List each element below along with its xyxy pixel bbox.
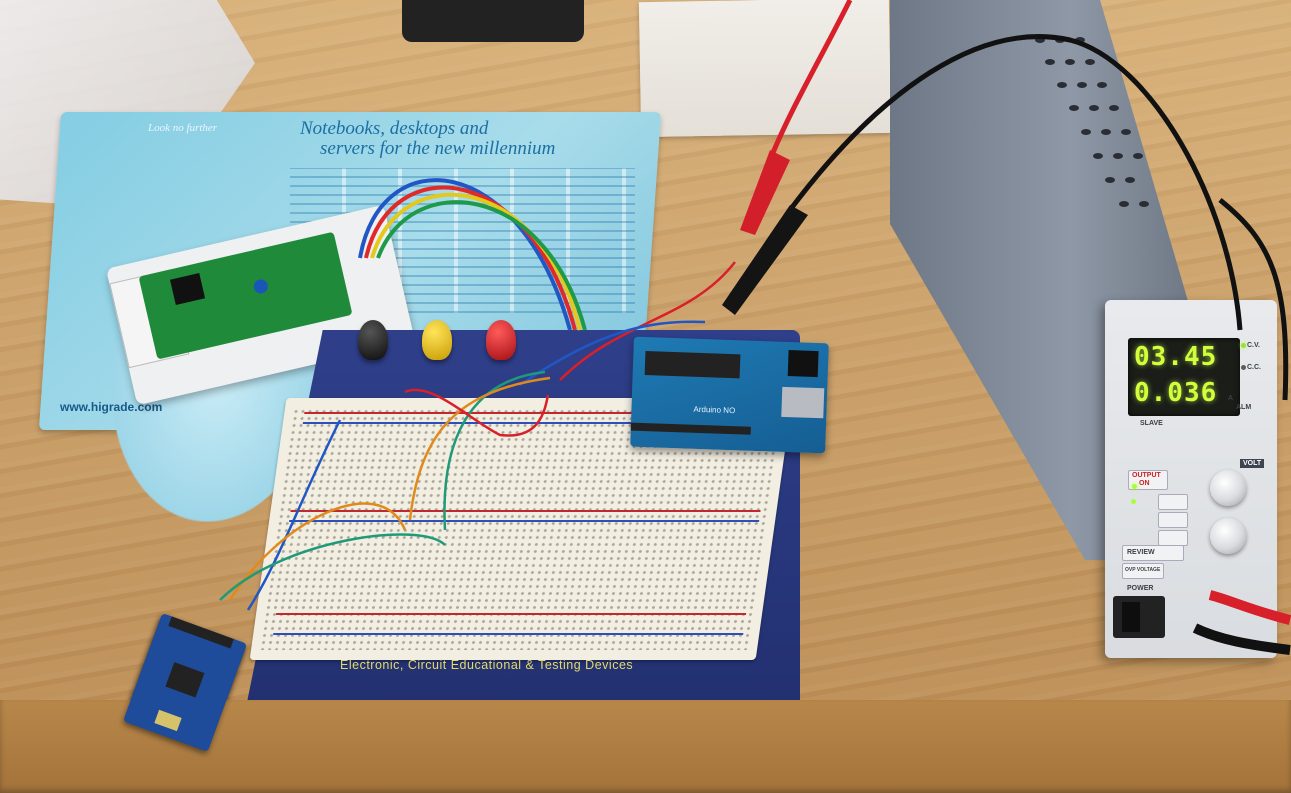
- output-led: [1132, 484, 1137, 489]
- wire-blue-ftdi: [246, 419, 342, 611]
- psu-plug-red: [1208, 590, 1291, 625]
- binding-post-yellow[interactable]: [422, 320, 452, 360]
- review-label: REVIEW: [1127, 549, 1155, 556]
- ribbon-wire-yellow: [370, 192, 582, 331]
- wire-red-loop: [404, 388, 550, 437]
- cv-indicator-led: [1241, 343, 1246, 348]
- preset-led: [1131, 499, 1136, 504]
- binding-post-black[interactable]: [358, 320, 388, 360]
- cable-black: [1218, 198, 1289, 401]
- amp-unit-label: A: [1228, 395, 1234, 402]
- output-button[interactable]: OUTPUT ON: [1128, 470, 1168, 490]
- mousepad-tagline-2: servers for the new millennium: [320, 138, 556, 159]
- current-readout: 0.036: [1134, 378, 1218, 408]
- ribbon-wire-blue: [358, 178, 572, 331]
- psu-plug-black: [1192, 623, 1291, 655]
- ribbon-wire-green: [376, 200, 587, 331]
- ftdi-chip: [165, 662, 205, 698]
- power-label: POWER: [1127, 585, 1154, 592]
- mini-usb-port[interactable]: [154, 709, 182, 732]
- ribbon-wire-red: [364, 185, 577, 331]
- voltage-knob[interactable]: [1210, 470, 1246, 506]
- cv-label: C.V.: [1247, 342, 1260, 349]
- alligator-clip-black: [722, 205, 808, 315]
- wire-blue: [519, 320, 706, 387]
- mousepad-tagline-1: Notebooks, desktops and: [300, 118, 489, 139]
- cc-indicator-led: [1241, 365, 1246, 370]
- black-device: [402, 0, 584, 42]
- wire-teal: [219, 533, 446, 601]
- preset-button-1[interactable]: [1158, 494, 1188, 510]
- binding-post-red[interactable]: [486, 320, 516, 360]
- output-label: OUTPUT: [1132, 472, 1161, 479]
- voltage-readout: 03.45: [1134, 342, 1218, 372]
- mousepad-small-tagline: Look no further: [148, 122, 218, 134]
- review-button[interactable]: REVIEW: [1122, 545, 1184, 561]
- slave-label: SLAVE: [1140, 420, 1163, 427]
- psu-display: 03.45 0.036: [1128, 338, 1240, 416]
- wire-teal-2: [443, 370, 546, 531]
- alligator-clip-red: [740, 150, 790, 235]
- psu-lead-black: [788, 34, 1243, 331]
- wire-orange-2: [408, 376, 551, 521]
- preset-button-2[interactable]: [1158, 512, 1188, 528]
- wire-red: [559, 261, 736, 381]
- ovp-label: OVP VOLTAGE: [1125, 567, 1161, 573]
- current-knob[interactable]: [1210, 518, 1246, 554]
- volt-label: VOLT: [1240, 459, 1265, 468]
- cc-label: C.C.: [1247, 364, 1261, 371]
- alm-label: ALM: [1236, 404, 1252, 411]
- ovp-button[interactable]: OVP VOLTAGE: [1122, 563, 1164, 579]
- wire-orange: [228, 502, 407, 601]
- breadboard-label: Electronic, Circuit Educational & Testin…: [340, 658, 634, 672]
- on-label: ON: [1139, 480, 1150, 487]
- power-rocker[interactable]: [1122, 602, 1140, 632]
- psu-lead-red: [767, 0, 853, 161]
- mousepad-url: www.higrade.com: [60, 400, 163, 414]
